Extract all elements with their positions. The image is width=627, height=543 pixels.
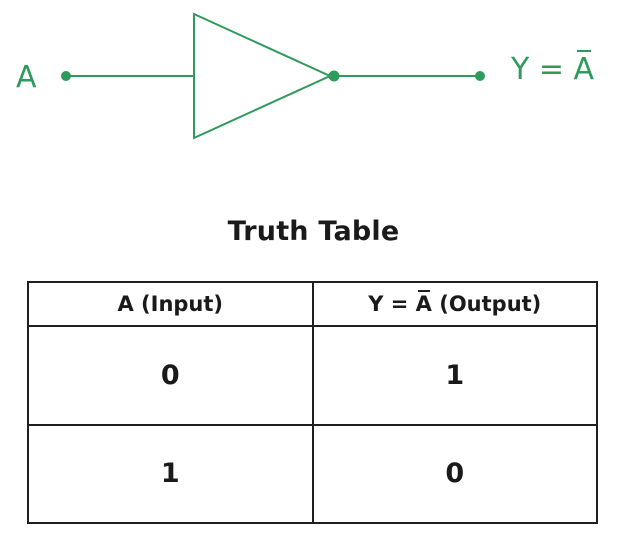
table-row: 1 0 — [27, 423, 598, 524]
header-output-a-bar: A — [415, 290, 432, 316]
header-output-prefix: Y = — [368, 292, 416, 316]
table-row: 0 1 — [27, 325, 598, 426]
input-label: A — [16, 60, 37, 95]
cell-input: 1 — [27, 423, 314, 524]
output-label: Y = A — [511, 50, 595, 87]
cell-output: 1 — [311, 325, 598, 426]
input-terminal-dot — [61, 71, 71, 81]
header-output: Y = A (Output) — [311, 281, 598, 327]
not-gate-triangle — [193, 12, 333, 140]
output-label-a-bar: A — [573, 50, 595, 87]
cell-input: 0 — [27, 325, 314, 426]
output-terminal-dot — [475, 71, 485, 81]
header-output-suffix: (Output) — [431, 292, 542, 316]
cell-output: 0 — [311, 423, 598, 524]
truth-table: A (Input) Y = A (Output) 0 1 1 0 — [27, 281, 598, 524]
not-gate-diagram — [61, 12, 485, 140]
truth-table-header-row: A (Input) Y = A (Output) — [27, 281, 598, 327]
truth-table-title: Truth Table — [227, 216, 400, 247]
output-label-prefix: Y = — [511, 52, 574, 87]
header-input: A (Input) — [27, 281, 314, 327]
